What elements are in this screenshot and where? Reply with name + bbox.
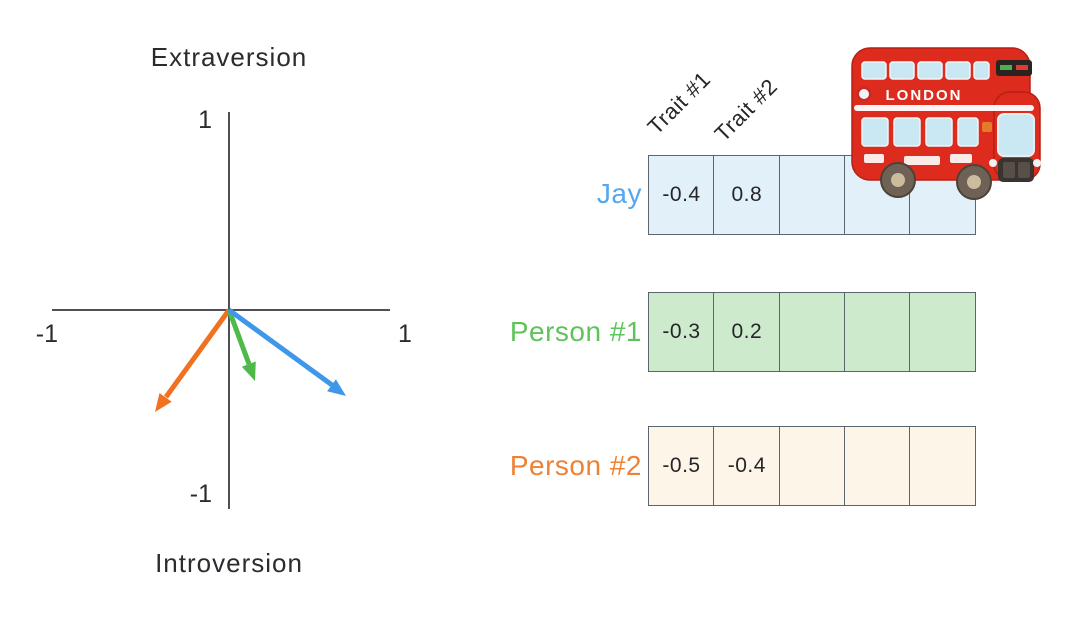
bus-banner-text: LONDON [886,87,963,104]
person2-vector-arrow [155,308,232,412]
column-header-trait1: Trait #1 [642,66,716,140]
table-row-person1: -0.3 0.2 [648,292,977,372]
table-cell [909,292,977,372]
table-cell [843,426,911,506]
bus-london-banner: LONDON [854,87,1034,111]
table-cell: 0.8 [713,155,781,235]
bus-front-grille [989,158,1041,182]
y-axis-tick-minus1: -1 [189,480,212,508]
column-header-trait2: Trait #2 [709,73,783,147]
table-cell: -0.3 [648,292,715,372]
table-cell: 0.2 [713,292,781,372]
introversion-axis-label: Introversion [155,548,303,578]
table-cell: -0.4 [713,426,781,506]
bus-wheels [880,162,992,200]
jay-vector-arrow [227,307,346,396]
bus-side-adverts [864,154,972,165]
table-row-person2: -0.5 -0.4 [648,426,977,506]
bus-lower-windows [861,113,1035,157]
table-cell: -0.5 [648,426,715,506]
table-cell [909,426,977,506]
x-axis-tick-minus1: -1 [35,320,58,348]
y-axis-tick-1: 1 [198,106,212,134]
extraversion-axis-label: Extraversion [150,42,308,72]
table-cell: -0.4 [648,155,715,235]
x-axis-tick-1: 1 [398,320,412,348]
bus-upper-windows [861,61,990,80]
table-cell [843,292,911,372]
row-label-person2: Person #2 [509,450,642,481]
person1-vector-arrow [226,309,256,381]
row-label-jay: Jay [596,178,642,209]
bus-destination-sign [996,60,1032,76]
trait-axes-plot [52,112,390,509]
row-label-person1: Person #1 [509,316,642,347]
bus-windshield [997,113,1035,157]
table-cell [778,155,846,235]
london-bus-illustration: LONDON [851,47,1041,200]
table-cell [778,426,846,506]
table-cell [778,292,846,372]
